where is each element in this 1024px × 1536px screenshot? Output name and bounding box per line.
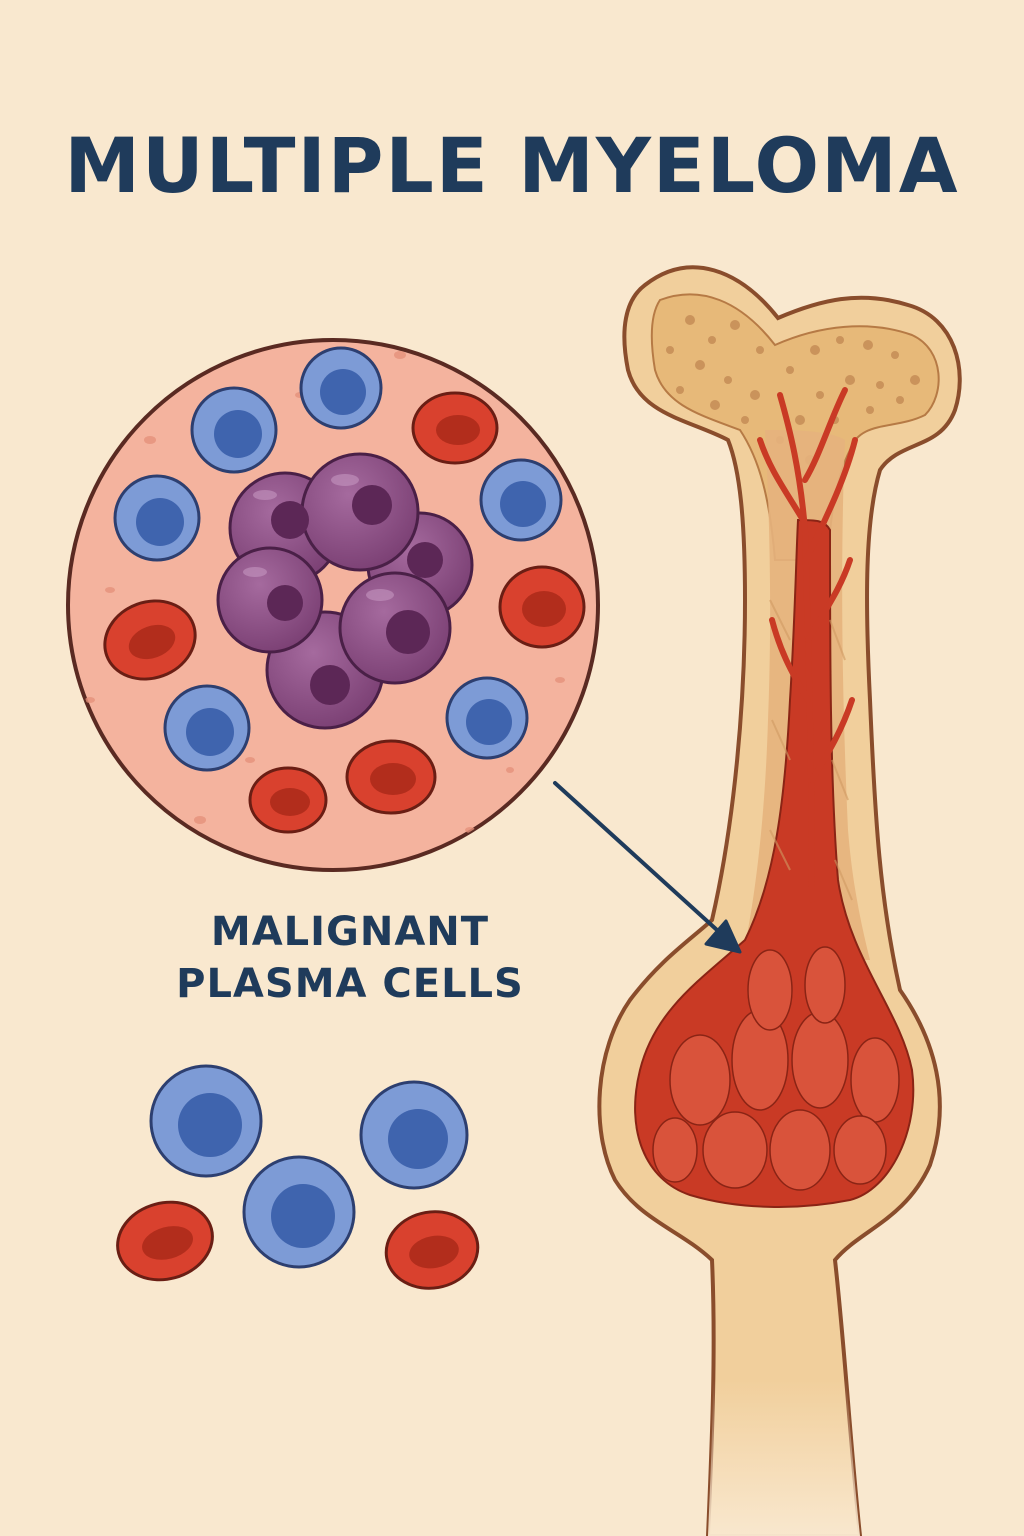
- red-blood-cell: [345, 739, 437, 815]
- red-blood-cell: [411, 391, 499, 465]
- blood-vessels: [757, 387, 858, 903]
- marrow-lobules: [652, 946, 900, 1191]
- shaft-texture: [769, 599, 853, 901]
- malignant-plasma-cells-label: MALIGNANT PLASMA CELLS: [150, 906, 550, 1010]
- plasma-cell-cluster: [216, 452, 474, 730]
- magnified-circle: [66, 338, 600, 872]
- red-blood-cell: [498, 565, 586, 649]
- red-blood-cell: [103, 599, 197, 681]
- white-blood-cell: [242, 1155, 356, 1269]
- white-blood-cell: [359, 1080, 469, 1190]
- white-blood-cell: [479, 458, 563, 542]
- plasma-cell-highlights: [243, 474, 394, 601]
- white-blood-cell: [163, 684, 251, 772]
- loose-cells: [116, 1064, 480, 1290]
- page-title: MULTIPLE MYELOMA: [64, 121, 960, 210]
- red-blood-cell: [116, 1200, 214, 1282]
- white-blood-cell: [190, 386, 278, 474]
- plasma-cell-nuclei: [267, 485, 443, 705]
- red-blood-cell: [248, 766, 328, 834]
- red-blood-cell: [384, 1210, 480, 1290]
- label-line-1: MALIGNANT: [210, 909, 490, 955]
- pointer-arrow: [553, 781, 742, 954]
- white-blood-cell: [113, 474, 201, 562]
- white-blood-cell: [299, 346, 383, 430]
- white-blood-cell: [445, 676, 529, 760]
- bone-illustration: [597, 265, 962, 1536]
- label-line-2: PLASMA CELLS: [176, 961, 524, 1007]
- white-blood-cell: [149, 1064, 263, 1178]
